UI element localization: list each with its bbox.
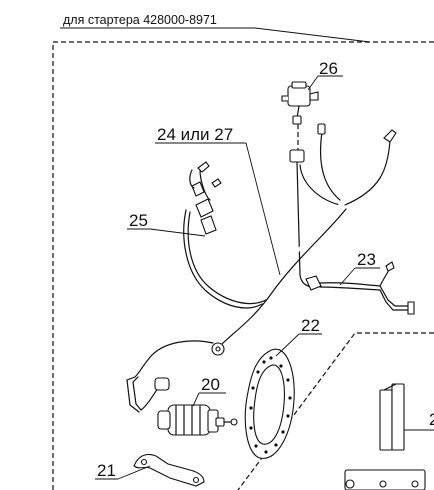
callout-26-leader: [307, 75, 319, 91]
group-boundary: [52, 41, 434, 490]
part-24-harness: [126, 123, 397, 413]
part-21-bracket: [133, 453, 205, 487]
callout-21-leader: [117, 465, 151, 480]
part-26-relay: [281, 81, 319, 125]
callout-22: 22: [301, 316, 320, 335]
callout-20: 20: [201, 375, 220, 394]
callout-23-leader: [339, 267, 356, 286]
callout-26: 26: [319, 59, 338, 78]
callout-2x: 2: [429, 410, 434, 429]
part-25-harness: [183, 161, 267, 309]
part-23-cable: [305, 261, 415, 315]
callout-25-leader: [149, 228, 206, 237]
header-leader: [254, 27, 371, 43]
callout-23: 23: [357, 250, 376, 269]
callout-20-leader: [192, 392, 200, 407]
part-20-solenoid: [157, 404, 238, 436]
callout-25: 25: [129, 211, 148, 230]
callout-21: 21: [97, 461, 116, 480]
callout-24: 24 или 27: [157, 125, 233, 144]
callout-24-leader: [245, 142, 281, 276]
part-22-gasket: [244, 348, 295, 459]
header-caption: для стартера 428000-8971: [63, 13, 217, 27]
callout-22-leader: [275, 333, 300, 357]
right-group-parts: [344, 383, 434, 490]
